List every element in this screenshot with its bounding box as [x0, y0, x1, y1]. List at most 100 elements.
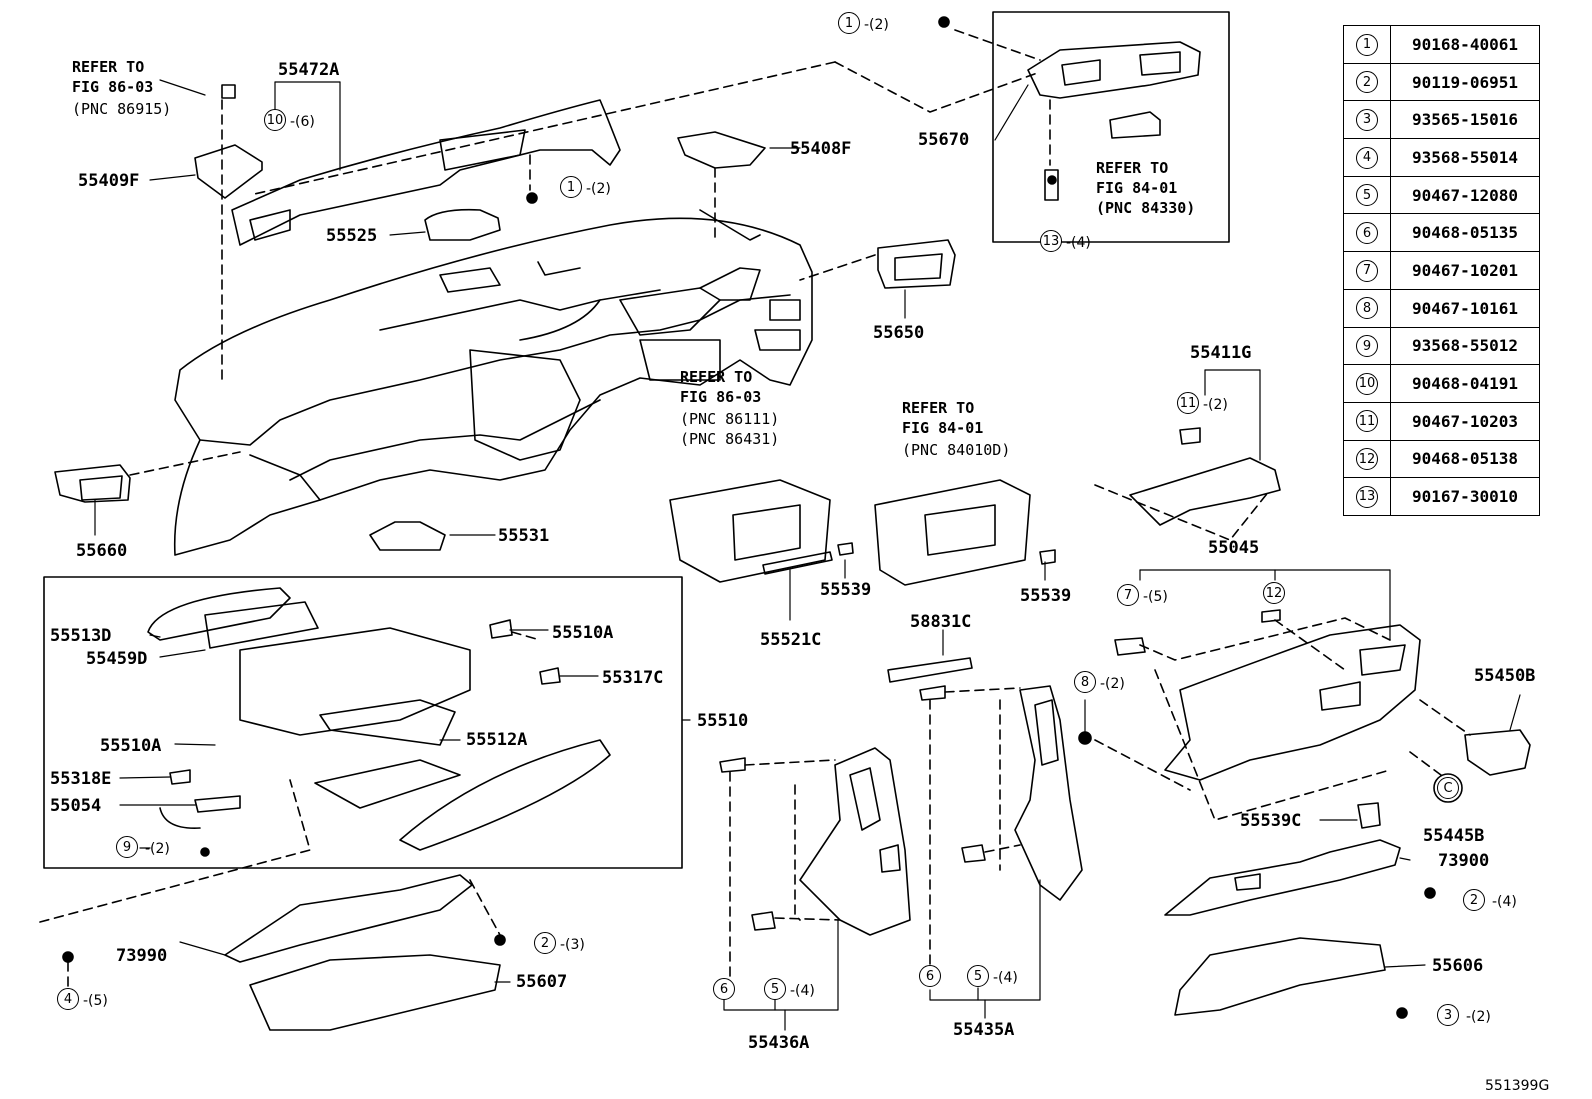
- part-table-key-cell: 7: [1343, 251, 1391, 290]
- callout-quantity: -(4): [993, 970, 1018, 986]
- callout-number: 2: [534, 932, 556, 954]
- part-55660-shape: [54, 464, 131, 503]
- label-55409F: 55409F: [78, 171, 140, 191]
- label-55472A: 55472A: [278, 60, 340, 80]
- callout-quantity: -(5): [1143, 589, 1168, 605]
- callout-quantity: -(4): [1492, 894, 1517, 910]
- callout-number: 12: [1263, 582, 1285, 604]
- callout-quantity: -(3): [560, 937, 585, 953]
- label-55513D: 55513D: [50, 626, 112, 646]
- label-73990: 73990: [116, 946, 168, 966]
- part-55531-shape: [369, 521, 446, 551]
- label-55539C: 55539C: [1240, 811, 1302, 831]
- part-55411G-shape: [1129, 427, 1281, 526]
- part-73900-shape: [1164, 839, 1401, 916]
- callout-quantity: -(2): [145, 841, 170, 857]
- label-55510A-top: 55510A: [552, 623, 614, 643]
- label-55539-left: 55539: [820, 580, 872, 600]
- part-55606-shape: [1174, 937, 1386, 1016]
- part-table-key: 3: [1356, 108, 1378, 131]
- part-table-key: 1: [1356, 33, 1378, 56]
- part-table-key: 2: [1356, 71, 1378, 94]
- callout-number: 6: [919, 965, 941, 987]
- leader-lines: [94, 79, 1521, 1031]
- part-table-key: 9: [1356, 335, 1378, 358]
- label-55317C: 55317C: [602, 668, 664, 688]
- part-table-key: 8: [1356, 297, 1378, 320]
- part-55539C-shape: [1357, 802, 1381, 829]
- part-55409F-shape: [194, 84, 263, 199]
- callout-quantity: -(6): [290, 114, 315, 130]
- callout-number: 9: [116, 836, 138, 858]
- part-table-key-cell: 10: [1343, 364, 1391, 403]
- label-55606: 55606: [1432, 956, 1484, 976]
- part-table-number: 93568-55014: [1390, 138, 1540, 177]
- label-55670: 55670: [918, 130, 970, 150]
- bolt-shapes: [62, 16, 1436, 1019]
- part-table-key-cell: 9: [1343, 326, 1391, 366]
- label-55445B: 55445B: [1423, 826, 1485, 846]
- callout-number: 4: [57, 988, 79, 1010]
- refer-note-pnc-86111-86431: (PNC 86111) (PNC 86431): [680, 410, 780, 448]
- callout-number: 13: [1040, 230, 1062, 252]
- part-55435A-shape: [919, 685, 1083, 901]
- refer-note-fig-84-01-mid: REFER TO FIG 84-01: [902, 399, 984, 437]
- callout-quantity: -(2): [864, 17, 889, 33]
- part-table-key: 5: [1356, 184, 1378, 207]
- part-55408F-shape: [677, 131, 766, 169]
- part-display-unit-shape: [669, 479, 854, 583]
- callout-quantity: -(2): [1100, 676, 1125, 692]
- callout-quantity: -(2): [586, 181, 611, 197]
- dashed-leader-lines: [39, 29, 1471, 991]
- part-table-key-cell: 1: [1343, 25, 1391, 64]
- label-73900: 73900: [1438, 851, 1490, 871]
- callout-number: 8: [1074, 671, 1096, 693]
- callout-number: 1: [838, 12, 860, 34]
- callout-quantity: -(2): [1466, 1009, 1491, 1025]
- refer-note-pnc-84010D: (PNC 84010D): [902, 441, 1011, 459]
- callout-number: C: [1437, 777, 1459, 799]
- part-55510-group-shape: [147, 587, 611, 851]
- label-55539-right: 55539: [1020, 586, 1072, 606]
- part-table-number: 90467-10203: [1390, 401, 1540, 441]
- part-table-key-cell: 6: [1343, 213, 1391, 253]
- label-55650: 55650: [873, 323, 925, 343]
- part-55525-shape: [424, 208, 501, 241]
- part-table-key-cell: 12: [1343, 439, 1391, 479]
- refer-note-fig-84-01-top: REFER TO FIG 84-01 (PNC 84330): [1096, 159, 1196, 217]
- label-55450B: 55450B: [1474, 666, 1536, 686]
- label-55510: 55510: [697, 711, 749, 731]
- callout-quantity: -(2): [1203, 397, 1228, 413]
- part-table-key: 13: [1356, 485, 1378, 508]
- callout-number: 7: [1117, 584, 1139, 606]
- part-table-number: 90468-04191: [1390, 364, 1540, 403]
- part-table-number: 90468-05135: [1390, 213, 1540, 253]
- part-table-key: 12: [1356, 448, 1378, 471]
- label-55531: 55531: [498, 526, 550, 546]
- part-table-key-cell: 8: [1343, 288, 1391, 328]
- inset-box-55670: [992, 11, 1230, 243]
- diagram-id: 551399G: [1485, 1078, 1550, 1094]
- part-table-key-cell: 5: [1343, 175, 1391, 215]
- label-55512A: 55512A: [466, 730, 528, 750]
- callout-number: 2: [1463, 889, 1485, 911]
- label-55435A: 55435A: [953, 1020, 1015, 1040]
- callout-quantity: -(5): [83, 993, 108, 1009]
- instrument-panel-shape: [173, 209, 813, 556]
- callout-quantity: -(4): [1066, 235, 1091, 251]
- label-55521C: 55521C: [760, 630, 822, 650]
- part-table-key-cell: 3: [1343, 100, 1391, 140]
- part-audio-unit-shape: [874, 479, 1056, 586]
- callout-number: 11: [1177, 392, 1199, 414]
